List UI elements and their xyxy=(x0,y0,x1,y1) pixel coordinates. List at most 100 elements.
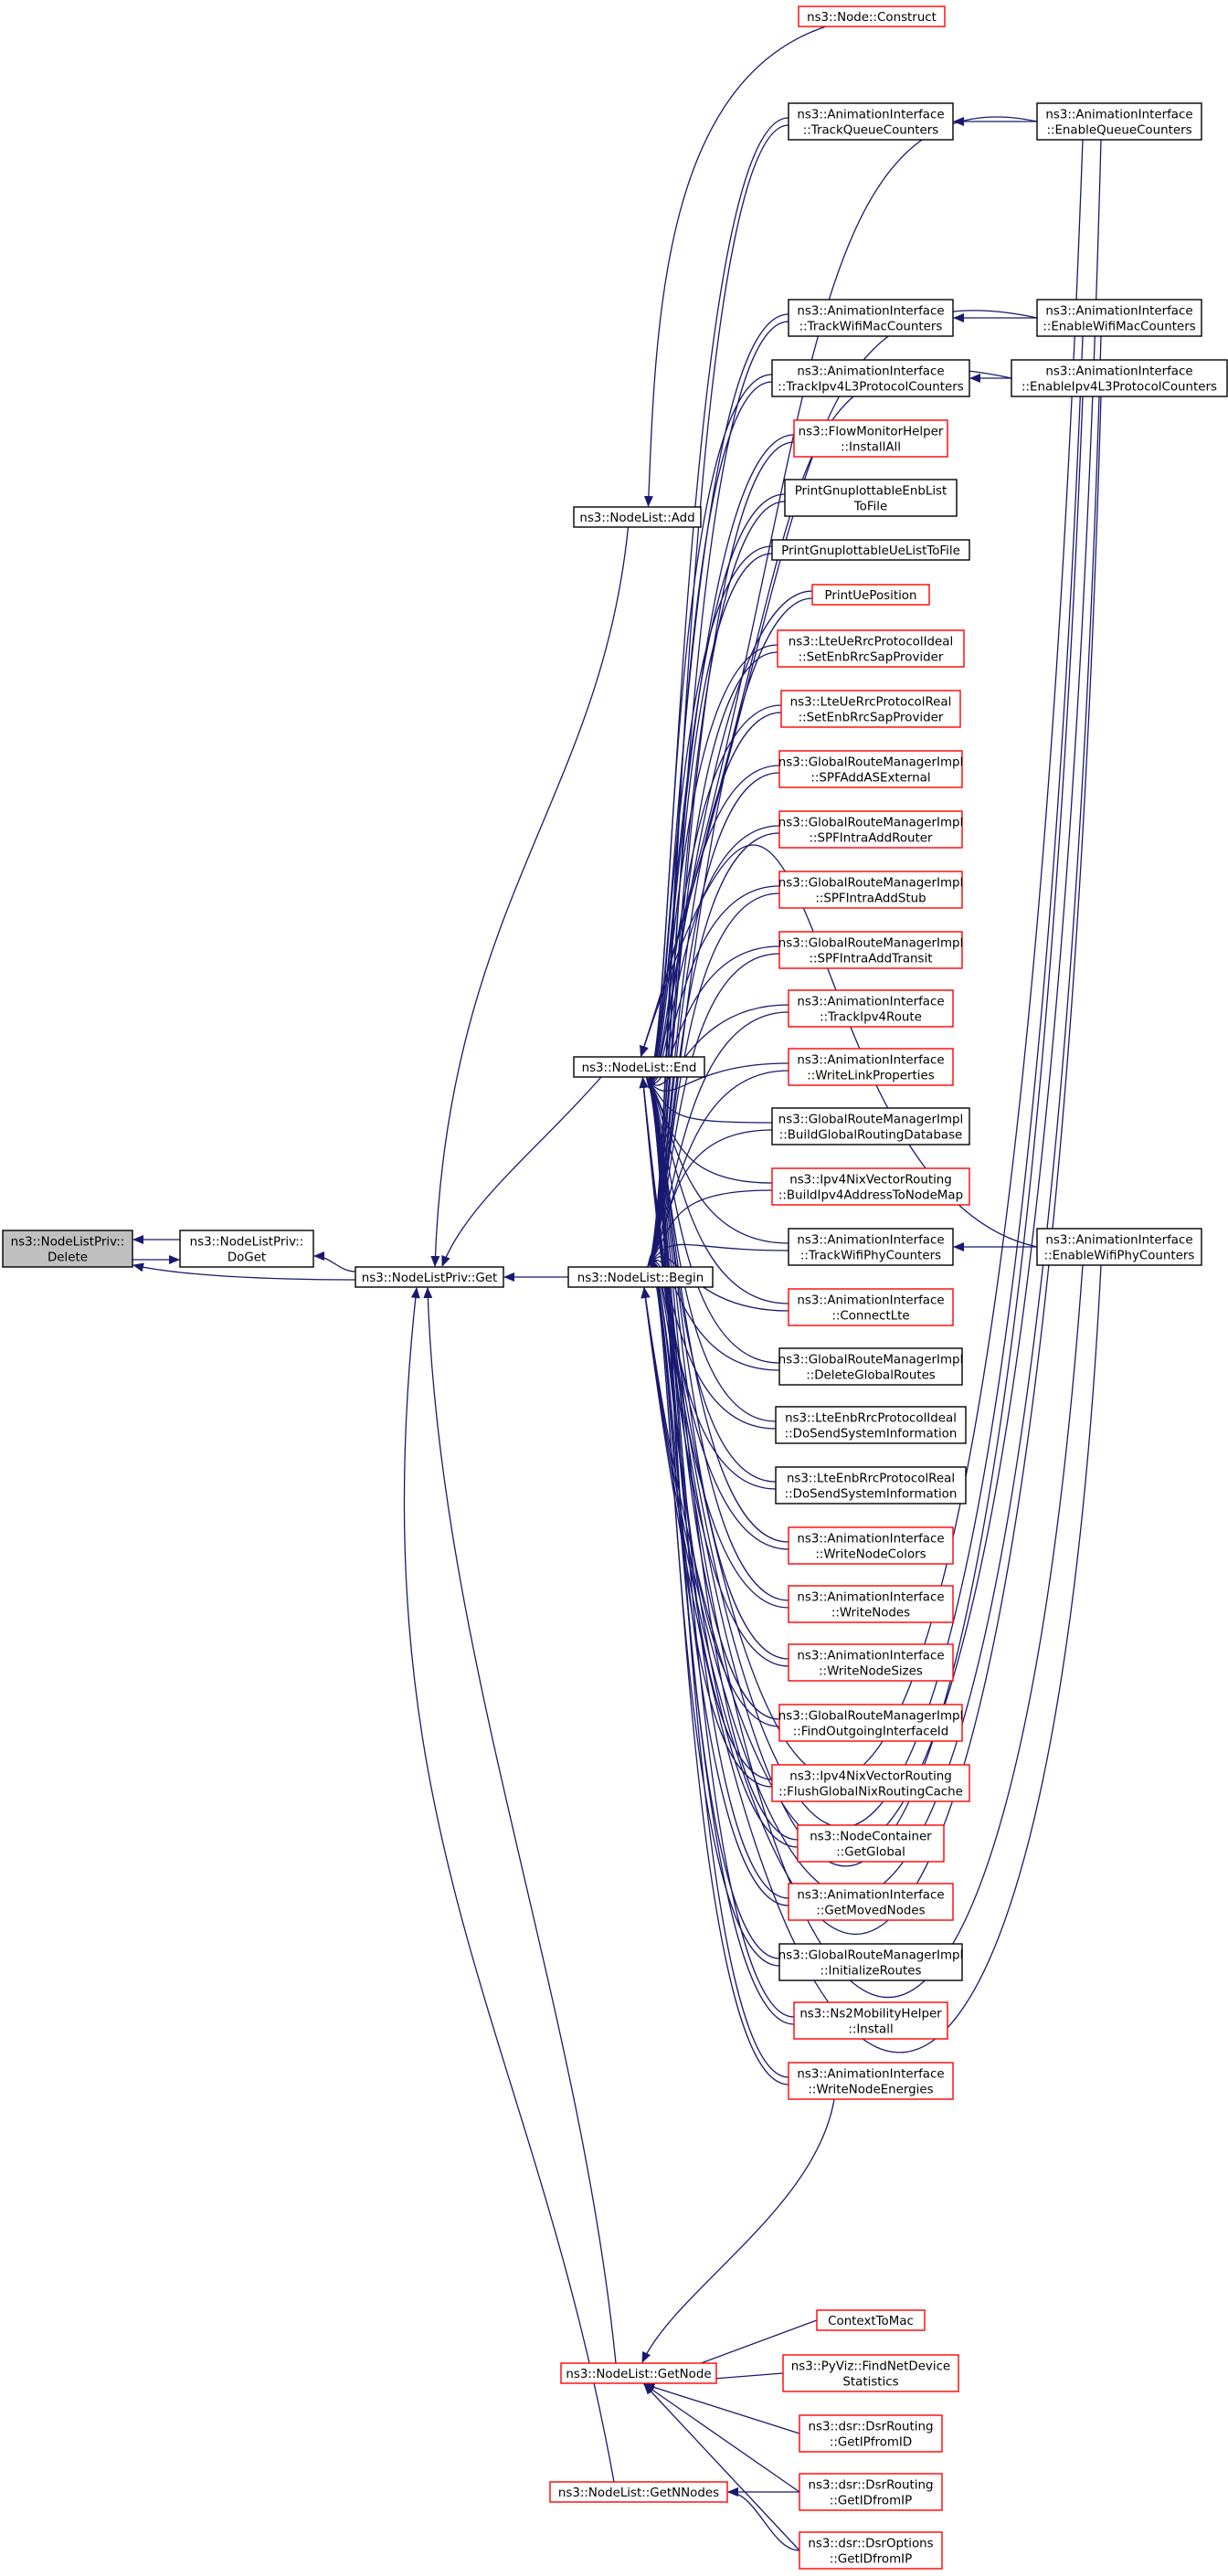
node-wlp[interactable]: ns3::AnimationInterface::WriteLinkProper… xyxy=(788,1048,954,1086)
edge-wns-to-end xyxy=(645,1077,789,1660)
node-root[interactable]: ns3::NodeListPriv::Delete xyxy=(2,1230,133,1268)
node-lteideal[interactable]: ns3::LteUeRrcProtocolIdeal::SetEnbRrcSap… xyxy=(777,629,965,668)
edge-ewpc-loop-to-begin xyxy=(640,1264,1102,2053)
node-construct[interactable]: ns3::Node::Construct xyxy=(798,5,946,27)
node-add[interactable]: ns3::NodeList::Add xyxy=(573,506,702,528)
node-dsr3[interactable]: ns3::dsr::DsrOptions::GetIDfromIP xyxy=(799,2531,943,2570)
node-grm3[interactable]: ns3::GlobalRouteManagerImpl::SPFIntraAdd… xyxy=(778,871,964,909)
node-box xyxy=(778,750,963,788)
node-label: ns3::NodeListPriv:: xyxy=(11,1236,125,1250)
node-til3[interactable]: ns3::AnimationInterface::TrackIpv4L3Prot… xyxy=(771,359,970,397)
node-label: ::SPFIntraAddRouter xyxy=(810,832,933,846)
node-nix1[interactable]: ns3::Ipv4NixVectorRouting::BuildIpv4Addr… xyxy=(771,1167,970,1206)
node-ewpc[interactable]: ns3::AnimationInterface::EnableWifiPhyCo… xyxy=(1036,1228,1202,1266)
edge-tir-to-end xyxy=(645,1004,789,1089)
node-label: ns3::Ns2MobilityHelper xyxy=(799,2008,942,2022)
node-pgue[interactable]: PrintGnuplottableUeListToFile xyxy=(771,539,970,561)
node-label: ns3::Ipv4NixVectorRouting xyxy=(789,1770,952,1784)
node-label: ns3::AnimationInterface xyxy=(1045,1234,1192,1248)
node-box xyxy=(811,584,930,606)
node-label: ::TrackQueueCounters xyxy=(803,124,939,138)
node-label: Delete xyxy=(48,1251,88,1265)
node-label: ns3::GlobalRouteManagerImpl xyxy=(778,756,964,770)
node-label: ns3::AnimationInterface xyxy=(797,2068,944,2082)
node-pup[interactable]: PrintUePosition xyxy=(811,584,930,606)
edge-dsr1-to-getnode xyxy=(643,2382,800,2434)
node-tir[interactable]: ns3::AnimationInterface::TrackIpv4Route xyxy=(788,989,954,1028)
node-box xyxy=(560,2362,717,2384)
node-label: PrintUePosition xyxy=(825,589,917,603)
node-getnnodes[interactable]: ns3::NodeList::GetNNodes xyxy=(549,2481,728,2503)
node-grm1[interactable]: ns3::GlobalRouteManagerImpl::SPFAddASExt… xyxy=(778,750,964,788)
node-label: ::EnableWifiPhyCounters xyxy=(1044,1250,1195,1263)
node-label: ns3::dsr::DsrRouting xyxy=(809,2421,934,2434)
node-label: ::EnableWifiMacCounters xyxy=(1043,321,1195,334)
node-label: ns3::GlobalRouteManagerImpl xyxy=(778,1949,964,1963)
node-doget[interactable]: ns3::NodeListPriv::DoGet xyxy=(179,1230,314,1268)
node-ltereal[interactable]: ns3::LteUeRrcProtocolReal::SetEnbRrcSapP… xyxy=(780,690,961,728)
node-begin[interactable]: ns3::NodeList::Begin xyxy=(567,1266,714,1288)
node-box xyxy=(788,989,954,1028)
node-box xyxy=(793,419,948,458)
node-box xyxy=(771,539,970,561)
node-enbreal[interactable]: ns3::LteEnbRrcProtocolReal::DoSendSystem… xyxy=(775,1466,967,1504)
node-box xyxy=(775,1406,967,1444)
node-twmc[interactable]: ns3::AnimationInterface::TrackWifiMacCou… xyxy=(788,299,954,337)
node-bgrd[interactable]: ns3::GlobalRouteManagerImpl::BuildGlobal… xyxy=(771,1107,970,1145)
node-ewmc[interactable]: ns3::AnimationInterface::EnableWifiMacCo… xyxy=(1036,299,1202,337)
node-eil3[interactable]: ns3::AnimationInterface::EnableIpv4L3Pro… xyxy=(1011,359,1228,397)
node-grm2[interactable]: ns3::GlobalRouteManagerImpl::SPFIntraAdd… xyxy=(778,810,964,849)
node-tqc[interactable]: ns3::AnimationInterface::TrackQueueCount… xyxy=(788,102,954,141)
node-label: ::WriteLinkProperties xyxy=(807,1070,934,1083)
node-label: PrintGnuplottableEnbList xyxy=(795,485,947,499)
node-dsr1[interactable]: ns3::dsr::DsrRouting::GetIPfromID xyxy=(799,2414,943,2453)
node-box xyxy=(778,871,963,909)
node-label: ns3::GlobalRouteManagerImpl xyxy=(778,1354,964,1367)
node-clte[interactable]: ns3::AnimationInterface::ConnectLte xyxy=(788,1288,954,1326)
node-ir[interactable]: ns3::GlobalRouteManagerImpl::InitializeR… xyxy=(778,1943,964,1981)
node-wnc[interactable]: ns3::AnimationInterface::WriteNodeColors xyxy=(788,1526,954,1565)
node-dsr2[interactable]: ns3::dsr::DsrRouting::GetIDfromIP xyxy=(799,2473,943,2511)
edge-tir-to-begin xyxy=(647,1011,789,1267)
node-box xyxy=(816,2309,926,2331)
node-label: ::WriteNodeSizes xyxy=(819,1665,923,1679)
node-ns2[interactable]: ns3::Ns2MobilityHelper::Install xyxy=(793,2001,948,2040)
node-enbideal[interactable]: ns3::LteEnbRrcProtocolIdeal::DoSendSyste… xyxy=(775,1406,967,1444)
node-grm4[interactable]: ns3::GlobalRouteManagerImpl::SPFIntraAdd… xyxy=(778,931,964,969)
node-label: ToFile xyxy=(853,501,888,514)
node-label: ns3::LteUeRrcProtocolReal xyxy=(790,696,952,710)
edge-ewmc-loop-to-end xyxy=(639,335,1084,1828)
node-box xyxy=(798,5,946,27)
node-dgr[interactable]: ns3::GlobalRouteManagerImpl::DeleteGloba… xyxy=(778,1347,964,1386)
node-wne[interactable]: ns3::AnimationInterface::WriteNodeEnergi… xyxy=(788,2062,954,2100)
edge-foi-to-begin xyxy=(647,1255,780,1727)
node-foi[interactable]: ns3::GlobalRouteManagerImpl::FindOutgoin… xyxy=(778,1704,964,1742)
node-end[interactable]: ns3::NodeList::End xyxy=(573,1056,705,1078)
node-get[interactable]: ns3::NodeListPriv::Get xyxy=(355,1266,504,1288)
node-twpc[interactable]: ns3::AnimationInterface::TrackWifiPhyCou… xyxy=(788,1228,954,1266)
node-ctm[interactable]: ContextToMac xyxy=(816,2309,926,2331)
node-wns[interactable]: ns3::AnimationInterface::WriteNodeSizes xyxy=(788,1643,954,1682)
node-box xyxy=(778,1347,963,1386)
node-fmh[interactable]: ns3::FlowMonitorHelper::InstallAll xyxy=(793,419,948,458)
node-label: ns3::NodeList::GetNNodes xyxy=(558,2486,719,2500)
node-ncg[interactable]: ns3::NodeContainer::GetGlobal xyxy=(797,1824,945,1863)
node-box xyxy=(788,102,954,141)
edge-clte-to-end xyxy=(645,1077,789,1304)
node-label: ns3::GlobalRouteManagerImpl xyxy=(778,937,964,951)
node-box xyxy=(355,1266,504,1288)
node-box xyxy=(797,1824,945,1863)
node-label: ::GetMovedNodes xyxy=(816,1905,925,1918)
node-label: ns3::NodeListPriv::Get xyxy=(362,1272,498,1285)
node-label: ns3::NodeContainer xyxy=(810,1831,932,1844)
node-getnode[interactable]: ns3::NodeList::GetNode xyxy=(560,2362,717,2384)
node-label: ::GetIDfromIP xyxy=(830,2553,912,2567)
node-label: ::GetIPfromID xyxy=(830,2436,912,2450)
node-wn[interactable]: ns3::AnimationInterface::WriteNodes xyxy=(788,1585,954,1623)
node-box xyxy=(788,1048,954,1086)
node-eqc[interactable]: ns3::AnimationInterface::EnableQueueCoun… xyxy=(1036,102,1202,141)
node-gmn[interactable]: ns3::AnimationInterface::GetMovedNodes xyxy=(788,1883,954,1921)
node-nix2[interactable]: ns3::Ipv4NixVectorRouting::FlushGlobalNi… xyxy=(771,1764,970,1802)
